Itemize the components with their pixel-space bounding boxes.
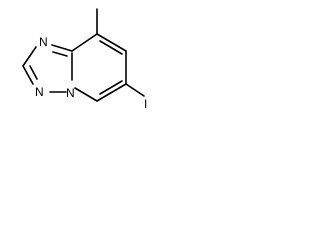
- bond-c8-c7-inner: [99, 40, 123, 55]
- atom-iodine: I: [144, 97, 147, 111]
- bond-c8a-c8: [71, 33, 98, 52]
- atom-n3: N: [66, 86, 75, 100]
- bond-c8a-n1: [51, 44, 73, 52]
- bond-c5-n4: [74, 87, 98, 102]
- bond-c8-c7: [96, 33, 127, 52]
- bond-c2-n3: [22, 65, 34, 85]
- atom-n2: N: [35, 85, 44, 99]
- atom-n1: N: [39, 35, 48, 49]
- bond-c6-c5: [96, 83, 127, 102]
- bond-n1-c2: [22, 46, 37, 67]
- chemical-structure: N N N I: [22, 8, 147, 111]
- bond-c2-n3-inner: [29, 65, 38, 80]
- bond-iodo: [125, 83, 145, 97]
- bond-c8a-n1-inner: [52, 51, 68, 57]
- bond-c6-c5-inner: [99, 80, 123, 95]
